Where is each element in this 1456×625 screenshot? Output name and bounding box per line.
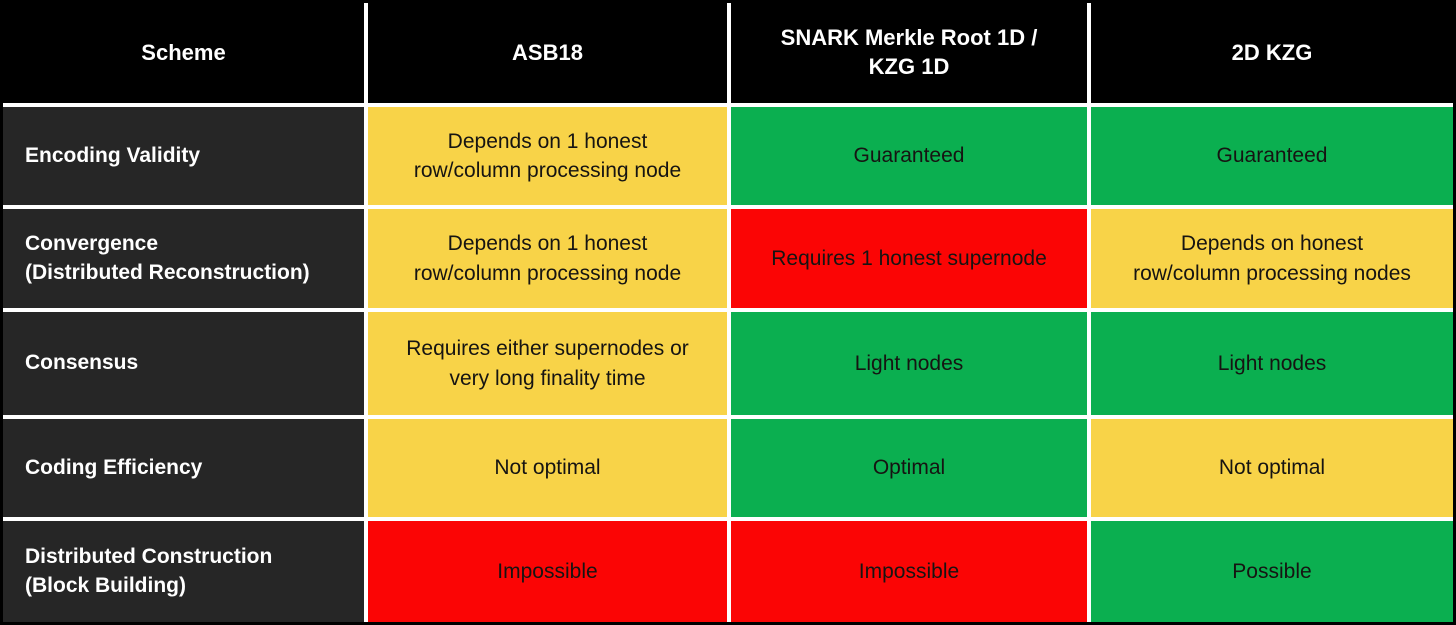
- row-label-encoding-validity: Encoding Validity: [3, 107, 364, 205]
- cell-text: Depends on honest row/column processing …: [1133, 232, 1411, 285]
- cell-consensus-asb18: Requires either supernodes or very long …: [368, 312, 727, 415]
- cell-coding-efficiency-2d-kzg: Not optimal: [1091, 419, 1453, 517]
- cell-distributed-construction-asb18: Impossible: [368, 521, 727, 622]
- cell-convergence-2d-kzg: Depends on honest row/column processing …: [1091, 209, 1453, 308]
- cell-text: Optimal: [872, 456, 946, 480]
- cell-text: Light nodes: [854, 351, 964, 375]
- cell-consensus-2d-kzg: Light nodes: [1091, 312, 1453, 415]
- cell-text: Not optimal: [494, 456, 601, 480]
- row-label-coding-efficiency: Coding Efficiency: [3, 419, 364, 517]
- cell-consensus-snark: Light nodes: [731, 312, 1087, 415]
- row-label-text: Distributed Construction (Block Building…: [25, 545, 273, 597]
- cell-encoding-validity-asb18: Depends on 1 honest row/column processin…: [368, 107, 727, 205]
- cell-text: Depends on 1 honest row/column processin…: [413, 129, 682, 182]
- row-label-consensus: Consensus: [3, 312, 364, 415]
- cell-convergence-asb18: Depends on 1 honest row/column processin…: [368, 209, 727, 308]
- column-header-2d-kzg: 2D KZG: [1091, 3, 1453, 103]
- cell-text: Requires 1 honest supernode: [771, 246, 1047, 270]
- cell-text: Not optimal: [1218, 456, 1326, 480]
- cell-encoding-validity-2d-kzg: Guaranteed: [1091, 107, 1453, 205]
- row-label-text: Consensus: [25, 351, 139, 375]
- cell-convergence-snark: Requires 1 honest supernode: [731, 209, 1087, 308]
- cell-encoding-validity-snark: Guaranteed: [731, 107, 1087, 205]
- cell-text: Depends on 1 honest row/column processin…: [413, 232, 682, 285]
- row-label-distributed-construction: Distributed Construction (Block Building…: [3, 521, 364, 622]
- column-header-label: ASB18: [512, 39, 583, 65]
- column-header-scheme: Scheme: [3, 3, 364, 103]
- column-header-asb18: ASB18: [368, 3, 727, 103]
- row-label-text: Convergence (Distributed Reconstruction): [25, 232, 310, 284]
- cell-text: Light nodes: [1217, 351, 1327, 375]
- column-header-label: SNARK Merkle Root 1D / KZG 1D: [780, 25, 1038, 79]
- cell-coding-efficiency-snark: Optimal: [731, 419, 1087, 517]
- cell-distributed-construction-2d-kzg: Possible: [1091, 521, 1453, 622]
- row-label-text: Coding Efficiency: [25, 455, 203, 479]
- cell-text: Possible: [1232, 559, 1312, 583]
- cell-text: Impossible: [497, 559, 598, 583]
- cell-distributed-construction-snark: Impossible: [731, 521, 1087, 622]
- cell-coding-efficiency-asb18: Not optimal: [368, 419, 727, 517]
- cell-text: Guaranteed: [853, 144, 965, 168]
- column-header-label: 2D KZG: [1231, 39, 1313, 65]
- row-label-text: Encoding Validity: [25, 143, 201, 167]
- cell-text: Requires either supernodes or very long …: [406, 337, 689, 390]
- column-header-snark-merkle-kzg-1d: SNARK Merkle Root 1D / KZG 1D: [731, 3, 1087, 103]
- column-header-label: Scheme: [141, 39, 226, 65]
- cell-text: Guaranteed: [1216, 144, 1328, 168]
- row-label-convergence: Convergence (Distributed Reconstruction): [3, 209, 364, 308]
- cell-text: Impossible: [858, 559, 960, 583]
